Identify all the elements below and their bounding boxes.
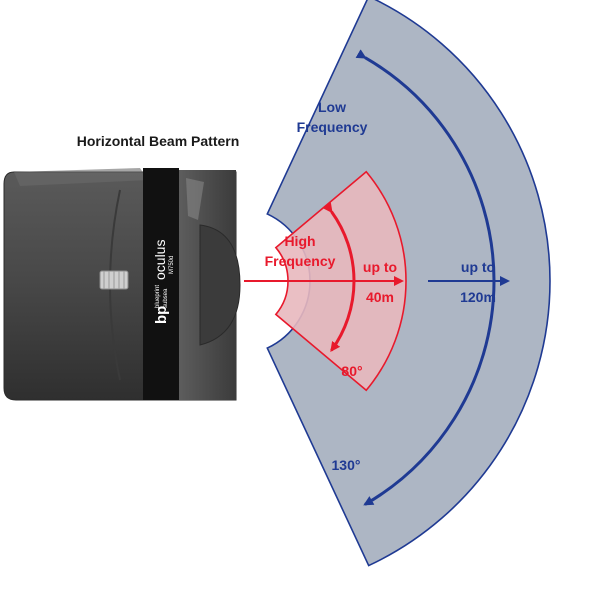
brand-name-line1: blueprint [155, 285, 161, 308]
high-frequency-label-line1: High [284, 233, 315, 249]
low-frequency-label-line1: Low [318, 99, 346, 115]
product-name: oculus [152, 240, 168, 280]
low-frequency-range-line1: up to [461, 259, 495, 275]
high-frequency-label-line2: Frequency [265, 253, 336, 269]
low-frequency-label-line2: Frequency [297, 119, 368, 135]
low-frequency-angle-label: 130° [332, 457, 361, 473]
sonar-device: bp blueprint subsea oculus M750d [3, 168, 241, 401]
diagram-title: Horizontal Beam Pattern [77, 133, 240, 149]
high-frequency-angle-label: 80° [341, 363, 362, 379]
mounting-bolt-icon [99, 270, 129, 290]
high-frequency-range-line2: 40m [366, 289, 394, 305]
low-frequency-range-line2: 120m [460, 289, 496, 305]
product-subtitle: M750d [169, 256, 175, 274]
high-frequency-range-line1: up to [363, 259, 397, 275]
brand-mark: bp [153, 306, 170, 324]
brand-name-line2: subsea [163, 288, 169, 308]
device-stripe [143, 168, 179, 400]
transducer-face [199, 224, 241, 346]
